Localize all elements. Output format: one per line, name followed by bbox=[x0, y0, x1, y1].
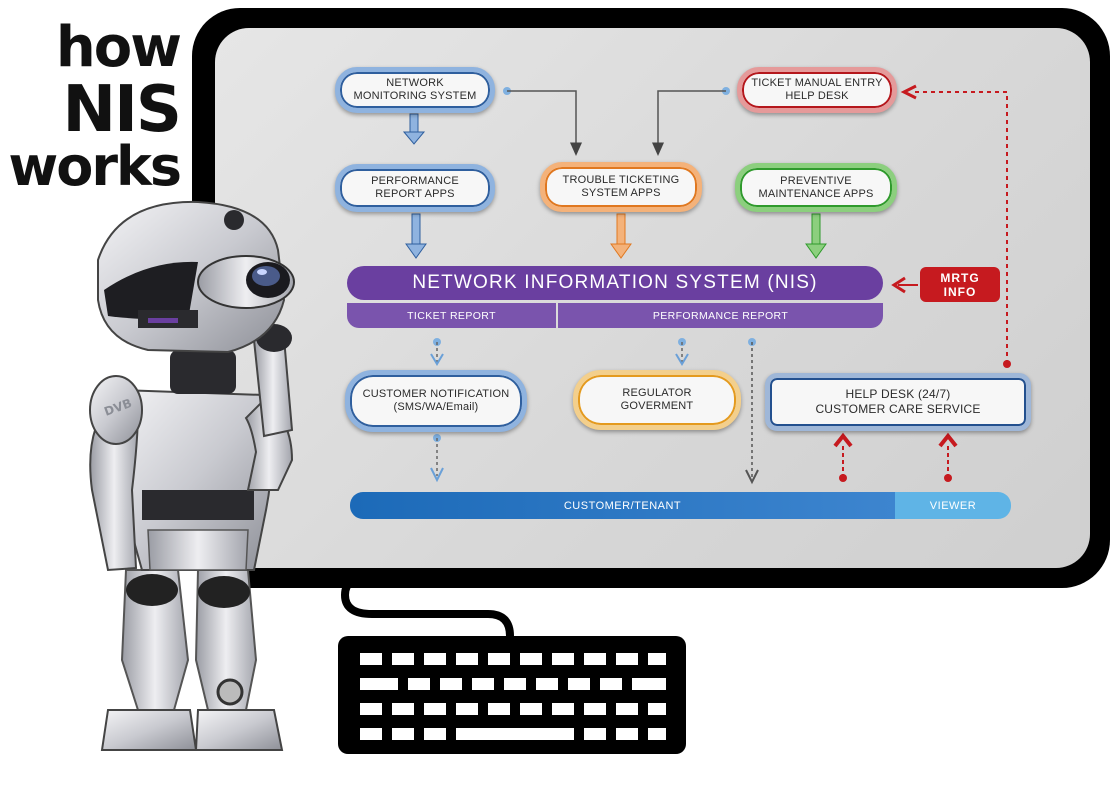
arrow-network-to-performance bbox=[402, 113, 426, 145]
connector-helpdesk-to-manual bbox=[900, 84, 1011, 368]
keyboard-key bbox=[360, 653, 382, 665]
keyboard-key bbox=[488, 653, 510, 665]
keyboard-key bbox=[616, 728, 638, 740]
heading-nis: NIS bbox=[62, 73, 182, 147]
robot-icon: DVB bbox=[89, 200, 295, 751]
keyboard-key bbox=[584, 653, 606, 665]
box-preventive-maintenance-label: PREVENTIVE MAINTENANCE APPS bbox=[758, 174, 874, 200]
keyboard-icon bbox=[338, 636, 686, 754]
keyboard-key bbox=[616, 653, 638, 665]
connector-network-to-trouble bbox=[503, 87, 582, 156]
help-desk-title: HELP DESK (24/7) bbox=[845, 387, 951, 401]
keyboard-key bbox=[584, 703, 606, 715]
arrow-performance-to-nis bbox=[405, 213, 427, 259]
keyboard-key bbox=[568, 678, 590, 690]
monitor-cable bbox=[340, 572, 655, 637]
keyboard-key bbox=[440, 678, 462, 690]
keyboard-key bbox=[552, 653, 574, 665]
box-customer-notification: CUSTOMER NOTIFICATION (SMS/WA/Email) bbox=[345, 370, 527, 432]
heading-how: how bbox=[55, 15, 182, 80]
customer-tenant-bar: CUSTOMER/TENANT bbox=[350, 492, 895, 519]
performance-report-bar: PERFORMANCE REPORT bbox=[558, 303, 883, 328]
box-trouble-ticketing: TROUBLE TICKETING SYSTEM APPS bbox=[540, 162, 702, 212]
keyboard-key bbox=[520, 703, 542, 715]
viewer-label: VIEWER bbox=[929, 499, 977, 512]
keyboard-key bbox=[424, 653, 446, 665]
keyboard-spacebar bbox=[456, 728, 574, 740]
mrtg-label: MRTG bbox=[940, 270, 980, 285]
box-regulator: REGULATOR GOVERMENT bbox=[573, 370, 741, 430]
viewer-bar: VIEWER bbox=[895, 492, 1011, 519]
mrtg-info-label: INFO bbox=[943, 284, 977, 299]
keyboard-key bbox=[536, 678, 558, 690]
heading-works: works bbox=[8, 135, 182, 198]
keyboard-key bbox=[616, 703, 638, 715]
box-network-monitoring: NETWORK MONITORING SYSTEM bbox=[335, 67, 495, 113]
ticket-report-label: TICKET REPORT bbox=[407, 309, 496, 322]
ticket-report-bar: TICKET REPORT bbox=[347, 303, 556, 328]
connector-viewer-to-helpdesk bbox=[938, 432, 958, 482]
keyboard-key bbox=[360, 703, 382, 715]
keyboard-key bbox=[424, 703, 446, 715]
box-help-desk: HELP DESK (24/7) CUSTOMER CARE SERVICE bbox=[765, 373, 1031, 431]
box-network-monitoring-label: NETWORK MONITORING SYSTEM bbox=[353, 77, 477, 102]
customer-notification-channels: (SMS/WA/Email) bbox=[393, 401, 479, 413]
keyboard-key bbox=[456, 703, 478, 715]
keyboard-key bbox=[552, 703, 574, 715]
box-preventive-maintenance: PREVENTIVE MAINTENANCE APPS bbox=[735, 163, 897, 212]
connector-performance-to-customer bbox=[745, 338, 759, 485]
keyboard-key bbox=[648, 728, 666, 740]
box-trouble-ticketing-label: TROUBLE TICKETING SYSTEM APPS bbox=[562, 174, 680, 199]
connector-ticket-to-notification bbox=[430, 338, 444, 366]
arrow-trouble-to-nis bbox=[610, 213, 632, 259]
connector-notification-to-customer bbox=[430, 434, 444, 483]
box-regulator-label: REGULATOR GOVERMENT bbox=[620, 387, 694, 412]
box-ticket-manual-entry-label: TICKET MANUAL ENTRY HELP DESK bbox=[751, 77, 883, 102]
connector-customer-to-helpdesk bbox=[833, 432, 853, 482]
keyboard-key bbox=[408, 678, 430, 690]
mrtg-info-box: MRTG INFO bbox=[920, 267, 1000, 302]
box-performance-report-apps: PERFORMANCE REPORT APPS bbox=[335, 164, 495, 212]
keyboard-key bbox=[584, 728, 606, 740]
keyboard-key bbox=[648, 703, 666, 715]
customer-notification-title: CUSTOMER NOTIFICATION bbox=[362, 388, 510, 400]
keyboard-key bbox=[488, 703, 510, 715]
performance-report-label: PERFORMANCE REPORT bbox=[652, 309, 789, 322]
keyboard-key bbox=[600, 678, 622, 690]
customer-tenant-label: CUSTOMER/TENANT bbox=[563, 499, 682, 512]
box-ticket-manual-entry: TICKET MANUAL ENTRY HELP DESK bbox=[737, 67, 897, 113]
nis-title-bar: NETWORK INFORMATION SYSTEM (NIS) bbox=[347, 266, 883, 300]
keyboard-key bbox=[648, 653, 666, 665]
keyboard-key bbox=[360, 678, 398, 690]
arrow-preventive-to-nis bbox=[805, 213, 827, 259]
keyboard-key bbox=[392, 653, 414, 665]
nis-title: NETWORK INFORMATION SYSTEM (NIS) bbox=[412, 272, 818, 293]
keyboard-key bbox=[472, 678, 494, 690]
help-desk-subtitle: CUSTOMER CARE SERVICE bbox=[815, 402, 981, 416]
keyboard-key bbox=[360, 728, 382, 740]
keyboard-key bbox=[456, 653, 478, 665]
keyboard-key bbox=[520, 653, 542, 665]
keyboard-key bbox=[504, 678, 526, 690]
keyboard-key bbox=[392, 703, 414, 715]
connector-manual-to-trouble bbox=[652, 87, 730, 156]
keyboard-key bbox=[392, 728, 414, 740]
arrow-mrtg-to-nis bbox=[891, 276, 918, 294]
connector-performance-to-regulator bbox=[675, 338, 689, 366]
box-performance-report-apps-label: PERFORMANCE REPORT APPS bbox=[371, 175, 459, 200]
keyboard-key bbox=[424, 728, 446, 740]
keyboard-key bbox=[632, 678, 666, 690]
